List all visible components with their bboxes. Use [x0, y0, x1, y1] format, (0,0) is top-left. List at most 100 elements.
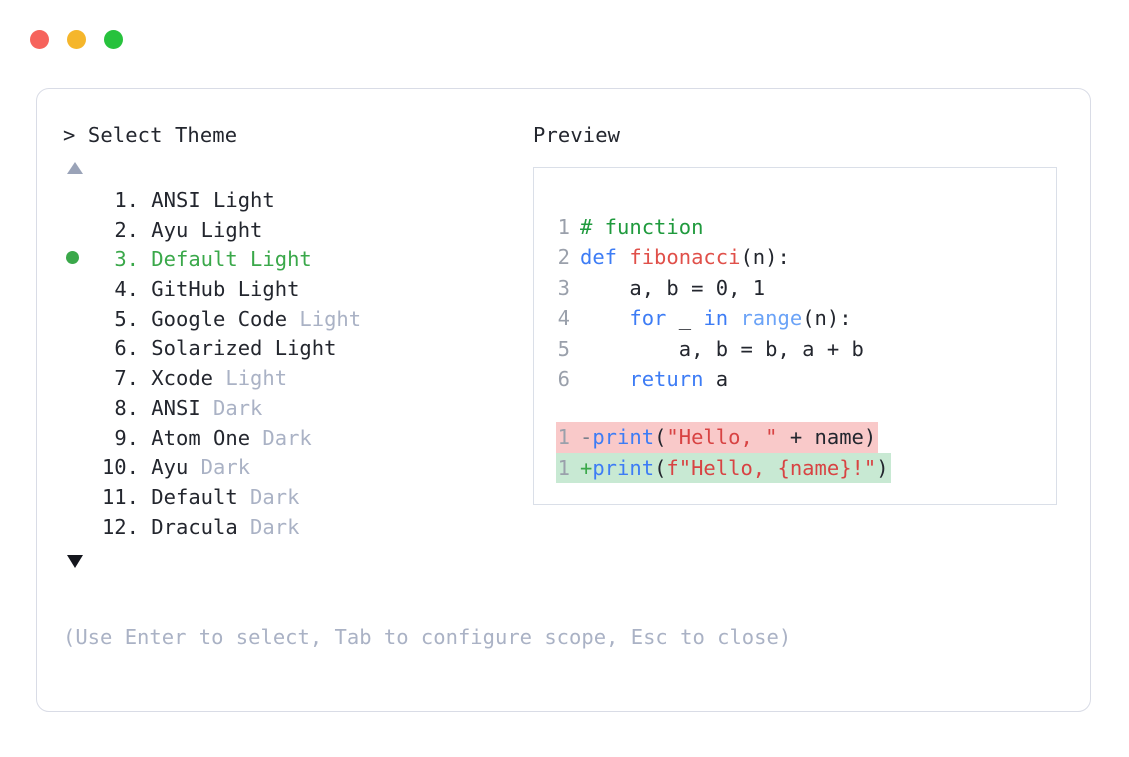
theme-item-number: 7. [114, 366, 139, 391]
code-token: fibonacci [629, 245, 741, 270]
code-token: ) [876, 455, 889, 480]
theme-list-item[interactable]: 3.Default Light [63, 245, 533, 275]
theme-item-variant: Light [225, 366, 288, 391]
preview-title: Preview [533, 123, 621, 147]
code-line-number: 3 [557, 275, 570, 300]
theme-list-item[interactable]: 6.Solarized Light [63, 334, 533, 364]
theme-item-number: 1. [114, 188, 139, 212]
theme-item-number: 4. [114, 277, 139, 302]
theme-item-label: Ayu Light [139, 216, 262, 246]
code-line: 6 return a [534, 364, 1056, 394]
theme-item-name: GitHub [151, 277, 226, 302]
theme-item-name: Ayu [151, 217, 189, 242]
triangle-up-icon[interactable] [67, 162, 83, 174]
code-line-number: 1 [557, 215, 570, 239]
theme-item-name: ANSI [151, 188, 201, 212]
theme-item-name: Ayu [151, 455, 189, 480]
code-line-number: 4 [557, 306, 570, 331]
code-token: (n): [802, 306, 852, 331]
theme-item-label: Default Light [139, 245, 312, 275]
diff-line-content: print("Hello, " + name) [592, 422, 876, 452]
theme-list-item[interactable]: 12.Dracula Dark [63, 513, 533, 543]
code-line: 3 a, b = 0, 1 [534, 273, 1056, 303]
code-line-number: 5 [557, 336, 570, 361]
theme-item-variant: Light [250, 247, 312, 272]
theme-item-label: Ayu Dark [139, 453, 250, 483]
code-line-content: a, b = 0, 1 [580, 273, 765, 303]
minimize-button[interactable] [67, 30, 86, 49]
code-line-number: 2 [557, 245, 570, 270]
theme-list-item[interactable]: 4. GitHub Light [63, 275, 533, 305]
triangle-down-icon[interactable] [67, 555, 83, 569]
diff-block: 1- print("Hello, " + name)1+ print(f"Hel… [534, 422, 1056, 484]
theme-item-number: 2. [114, 217, 139, 242]
code-line-content: a, b = b, a + b [580, 334, 864, 364]
code-token: f"Hello, {name}!" [666, 455, 877, 480]
theme-list-item[interactable]: 7.Xcode Light [63, 364, 533, 394]
code-token: # function [580, 215, 704, 239]
code-token [580, 306, 629, 330]
code-token: ( [654, 425, 667, 450]
theme-item-number: 3. [114, 247, 139, 272]
theme-item-variant: Dark [200, 455, 251, 480]
theme-item-number: 5. [114, 306, 139, 331]
theme-item-variant: Dark [262, 425, 312, 450]
theme-item-label: Solarized Light [139, 334, 336, 364]
code-line: 2 def fibonacci(n): [534, 242, 1056, 272]
theme-item-name: Atom One [151, 425, 251, 450]
code-token: a, b = 0, 1 [580, 275, 766, 300]
theme-item-variant: Light [237, 277, 300, 302]
code-token: ( [654, 455, 667, 480]
theme-item-variant: Light [200, 217, 263, 242]
page-title: > Select Theme [63, 123, 238, 147]
window-titlebar [30, 30, 123, 49]
code-line: 1 # function [534, 212, 1056, 242]
theme-item-name: Google Code [151, 306, 288, 331]
theme-item-number: 8. [114, 395, 139, 420]
diff-removed-line: 1- print("Hello, " + name) [556, 422, 879, 453]
code-token: print [592, 455, 655, 480]
theme-item-number: 11. [101, 484, 139, 509]
theme-list-item[interactable]: 11. Default Dark [63, 483, 533, 513]
maximize-button[interactable] [104, 30, 123, 49]
theme-list-item[interactable]: 8.ANSI Dark [63, 394, 533, 424]
diff-line-number: 1 [557, 455, 570, 480]
code-token: (n): [740, 245, 790, 270]
theme-list-item[interactable]: 1.ANSI Light [63, 186, 533, 216]
theme-item-number: 6. [114, 336, 139, 361]
theme-item-label: Google Code Light [139, 305, 361, 335]
theme-list-item[interactable]: 9.Atom One Dark [63, 424, 533, 454]
theme-item-label: ANSI Light [139, 186, 275, 216]
diff-row: 1- print("Hello, " + name) [534, 422, 1056, 453]
code-token: return [629, 367, 704, 392]
diff-line-content: print(f"Hello, {name}!") [592, 453, 888, 483]
code-line-content: # function [580, 212, 703, 242]
code-token: print [592, 425, 655, 450]
theme-item-variant: Dark [250, 484, 300, 509]
theme-item-name: ANSI [151, 395, 201, 420]
diff-row: 1 + print(f"Hello, {name}!") [534, 452, 1056, 484]
theme-item-name: Dracula [151, 514, 238, 539]
theme-list-item[interactable]: 2.Ayu Light [63, 216, 533, 246]
code-token: range [740, 306, 803, 331]
diff-sign: + [580, 455, 593, 480]
code-line: 5 a, b = b, a + b [534, 334, 1056, 364]
code-token [728, 306, 740, 330]
diff-added-line: 1 + print(f"Hello, {name}!") [556, 452, 891, 484]
code-spacer [534, 394, 1056, 422]
theme-list-item[interactable]: 10.Ayu Dark [63, 453, 533, 483]
theme-item-variant: Light [213, 188, 275, 212]
close-button[interactable] [30, 30, 49, 49]
theme-item-label: ANSI Dark [139, 394, 262, 424]
theme-list-item[interactable]: 5.Google Code Light [63, 305, 533, 335]
theme-item-variant: Light [299, 306, 362, 331]
theme-item-name: Solarized [151, 336, 263, 361]
code-token: def [580, 245, 630, 270]
code-line: 4 for _ in range(n): [534, 303, 1056, 333]
code-token: a [703, 367, 729, 392]
theme-item-name: Default [151, 484, 238, 509]
theme-item-number: 10. [101, 455, 139, 480]
